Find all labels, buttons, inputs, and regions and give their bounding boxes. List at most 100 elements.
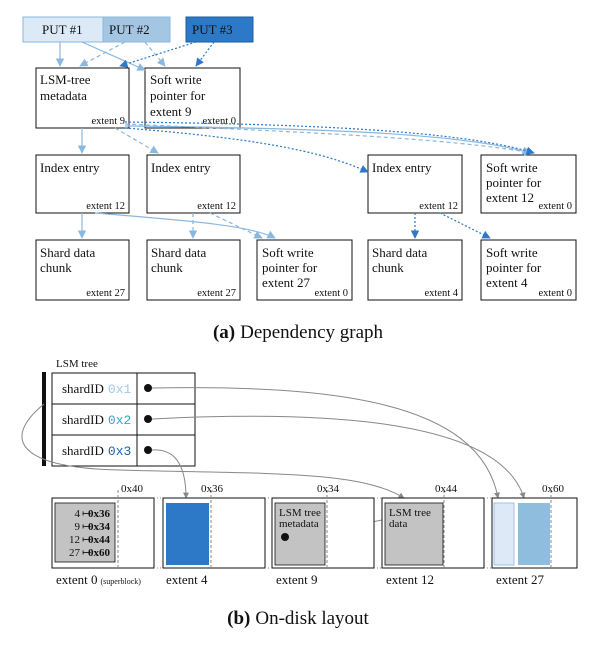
arrow-idx1-to-sw27: [94, 212, 276, 239]
svg-text:metadata: metadata: [279, 518, 319, 530]
svg-text:4: 4: [75, 508, 81, 520]
shard-0x1-block: [493, 502, 515, 566]
svg-text:pointer for: pointer for: [262, 260, 318, 275]
shard-data-chunk-node-1: Shard data chunk extent 27: [35, 239, 130, 301]
svg-text:extent 0: extent 0: [202, 116, 236, 127]
svg-text:0x36: 0x36: [88, 508, 111, 520]
svg-text:extent 27: extent 27: [86, 288, 125, 299]
svg-text:Shard data: Shard data: [372, 245, 427, 260]
row-2-to-extent-27-medium: [151, 415, 526, 499]
svg-text:extent 0: extent 0: [538, 201, 572, 212]
svg-text:chunk: chunk: [372, 260, 404, 275]
svg-text:Soft write: Soft write: [486, 160, 538, 175]
svg-text:Shard data: Shard data: [40, 245, 95, 260]
extent-12: LSM tree data 0x44 extent 12: [381, 483, 485, 587]
svg-text:extent 9: extent 9: [150, 104, 192, 119]
svg-text:extent 0: extent 0: [538, 288, 572, 299]
pointer-extent-12: 0x44: [435, 483, 458, 495]
row-3-to-extent-4: [151, 449, 189, 499]
arrow-lsm-to-sw12-b: [124, 123, 533, 156]
svg-text:LSM tree: LSM tree: [279, 507, 321, 519]
extent-9: LSM tree metadata 0x34 extent 9: [271, 483, 375, 587]
arrow-put3-to-lsm-meta: [119, 41, 197, 68]
arrow-lsm-to-sw12-a: [124, 125, 531, 155]
superblock-map: [54, 502, 116, 563]
lsm-tree-root-bar: [42, 372, 46, 466]
shard-data-chunk-node-3: Shard data chunk extent 4: [367, 239, 463, 301]
put-2-label: PUT #2: [109, 22, 150, 37]
arrow-idx2-to-sw27: [209, 212, 263, 239]
index-entry-node-2: Index entry extent 12: [146, 154, 241, 214]
put-3-label: PUT #3: [192, 22, 233, 37]
svg-text:chunk: chunk: [151, 260, 183, 275]
arrow-lsm-to-idx3: [124, 127, 369, 173]
extent-27: 0x60 extent 27: [491, 483, 578, 587]
svg-text:↦: ↦: [82, 547, 92, 559]
extent-12-label: extent 12: [386, 572, 434, 587]
caption-b: (b)On-disk layout: [227, 608, 369, 629]
row-1-to-extent-27-light: [151, 387, 500, 499]
svg-text:9: 9: [75, 521, 81, 533]
svg-text:0x60: 0x60: [88, 547, 111, 559]
svg-text:extent 4: extent 4: [424, 288, 458, 299]
lsm-tree-title: LSM tree: [56, 358, 98, 370]
arrow-lsm-to-idx2: [114, 127, 159, 154]
svg-text:Soft write: Soft write: [486, 245, 538, 260]
row-2-pointer-dot: [144, 415, 152, 423]
svg-text:extent 0: extent 0: [314, 288, 348, 299]
svg-text:12: 12: [69, 534, 80, 546]
pointer-extent-27: 0x60: [542, 483, 565, 495]
svg-text:pointer for: pointer for: [486, 175, 542, 190]
metadata-pointer-dot: [281, 533, 289, 541]
svg-text:↦: ↦: [82, 521, 92, 533]
svg-text:LSM tree: LSM tree: [389, 507, 431, 519]
put-1-box: PUT #1: [22, 16, 105, 43]
svg-text:Index entry: Index entry: [151, 160, 211, 175]
svg-text:extent 27: extent 27: [262, 275, 311, 290]
svg-text:Soft write: Soft write: [150, 72, 202, 87]
svg-text:extent 4: extent 4: [486, 275, 528, 290]
arrow-put2-to-lsm-meta: [79, 41, 126, 67]
extent-27-label: extent 27: [496, 572, 545, 587]
extent-0: 0x40 4 ↦ 0x36 9 ↦ 0x34 12 ↦ 0x44 27 ↦ 0x…: [51, 483, 155, 587]
svg-text:extent 12: extent 12: [486, 190, 534, 205]
arrow-put2-to-sw9: [144, 41, 166, 67]
svg-text:Soft write: Soft write: [262, 245, 314, 260]
index-entry-node-3: Index entry extent 12: [367, 154, 463, 214]
pointer-extent-9: 0x34: [317, 483, 340, 495]
soft-write-pointer-extent-27-node: Soft write pointer for extent 27 extent …: [256, 239, 353, 301]
svg-text:chunk: chunk: [40, 260, 72, 275]
lsm-tree-metadata-node: LSM-tree metadata extent 9: [35, 67, 130, 129]
soft-write-pointer-extent-4-node: Soft write pointer for extent 4 extent 0: [480, 239, 577, 301]
soft-write-pointer-extent-12-node: Soft write pointer for extent 12 extent …: [480, 154, 577, 214]
row-1-pointer-dot: [144, 384, 152, 392]
extent-0-label: extent 0(superblock): [56, 572, 141, 587]
arrow-lsm-to-sw12-c: [124, 121, 535, 155]
pointer-extent-0: 0x40: [121, 483, 144, 495]
svg-text:0x44: 0x44: [88, 534, 111, 546]
svg-text:extent 12: extent 12: [86, 201, 125, 212]
svg-text:27: 27: [69, 547, 81, 559]
soft-write-pointer-extent-9-node: Soft write pointer for extent 9 extent 0: [144, 67, 241, 129]
shard-data-chunk-node-2: Shard data chunk extent 27: [146, 239, 241, 301]
extent-separators: [154, 497, 492, 569]
put-2-box: PUT #2: [102, 16, 171, 43]
svg-text:extent 27: extent 27: [197, 288, 236, 299]
svg-text:↦: ↦: [82, 508, 92, 520]
svg-text:Shard data: Shard data: [151, 245, 206, 260]
svg-text:extent 9: extent 9: [91, 116, 125, 127]
svg-text:↦: ↦: [82, 534, 92, 546]
row-3-pointer-dot: [144, 446, 152, 454]
svg-text:Index entry: Index entry: [372, 160, 432, 175]
svg-text:data: data: [389, 518, 407, 530]
arrow-put3-to-sw9: [195, 41, 215, 67]
extent-4: 0x36 extent 4: [162, 483, 266, 587]
lsm-tree-data-block: [384, 502, 444, 566]
index-entry-node-1: Index entry extent 12: [35, 154, 130, 214]
lsm-root-to-data: [21, 403, 405, 499]
put-1-label: PUT #1: [42, 22, 83, 37]
